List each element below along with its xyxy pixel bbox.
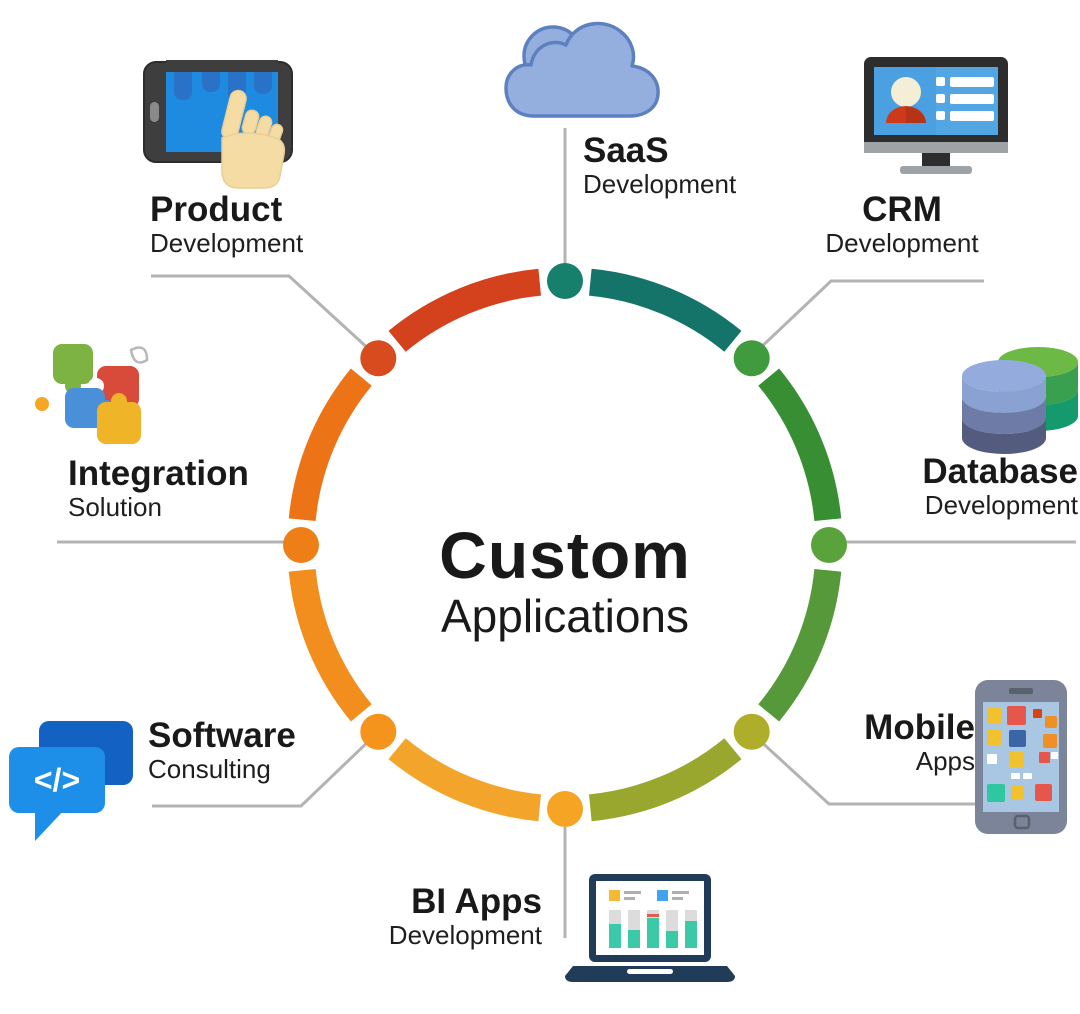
ring-segment-saas-to-crm xyxy=(588,268,742,352)
mobile-subtitle: Apps xyxy=(915,746,975,777)
crm-title: CRM xyxy=(862,190,942,229)
ring-nodes xyxy=(283,263,847,827)
database-subtitle: Development xyxy=(924,490,1078,521)
laptop-chart-icon xyxy=(565,874,735,982)
product-connector xyxy=(151,274,374,354)
ring-segments xyxy=(288,268,842,822)
ring-segment-crm-to-database xyxy=(758,368,842,522)
label-mobile-apps: Mobile Apps xyxy=(795,708,975,777)
label-saas-development: SaaS Development xyxy=(583,131,736,200)
integration-node xyxy=(283,527,319,563)
software-title: Software xyxy=(148,716,296,755)
database-icon xyxy=(962,347,1078,454)
tablet-touch-icon xyxy=(143,60,293,189)
database-node xyxy=(811,527,847,563)
label-bi-apps-development: BI Apps Development xyxy=(342,882,542,951)
ring-segment-database-to-mobile xyxy=(758,568,842,722)
bi-node xyxy=(547,791,583,827)
crm-monitor-icon xyxy=(864,57,1008,174)
software-subtitle: Consulting xyxy=(148,754,271,785)
software-connector xyxy=(152,736,374,808)
saas-node xyxy=(547,263,583,299)
label-crm-development: CRM Development xyxy=(817,190,987,259)
center-subtitle: Applications xyxy=(440,590,690,642)
saas-subtitle: Development xyxy=(583,169,737,200)
ring-segment-product-to-saas xyxy=(388,268,542,352)
label-software-consulting: Software Consulting xyxy=(148,716,296,785)
mobile-node xyxy=(733,713,770,750)
puzzle-icon xyxy=(35,344,149,444)
saas-title: SaaS xyxy=(583,131,669,170)
ring-segment-mobile-to-bi xyxy=(588,738,742,822)
integration-subtitle: Solution xyxy=(68,492,162,523)
bi-subtitle: Development xyxy=(388,920,542,951)
label-database-development: Database Development xyxy=(870,452,1078,521)
cloud-icon xyxy=(504,21,660,118)
label-product-development: Product Development xyxy=(150,190,303,259)
crm-connector xyxy=(754,279,984,354)
code-glyph: </> xyxy=(34,762,80,798)
mobile-connector xyxy=(755,736,976,806)
connector-lines xyxy=(57,128,1076,938)
crm-subtitle: Development xyxy=(825,228,979,259)
bi-title: BI Apps xyxy=(411,882,542,921)
crm-node xyxy=(733,340,770,377)
ring-segment-software-to-integration xyxy=(288,568,372,722)
smartphone-icon xyxy=(975,680,1067,834)
label-integration-solution: Integration Solution xyxy=(68,454,249,523)
center-label: Custom Applications xyxy=(439,522,691,646)
center-title: Custom xyxy=(439,518,691,592)
product-node xyxy=(360,340,397,377)
database-title: Database xyxy=(922,452,1078,491)
integration-title: Integration xyxy=(68,454,249,493)
ring-segment-integration-to-product xyxy=(288,368,372,522)
software-node xyxy=(360,713,397,750)
mobile-title: Mobile xyxy=(864,708,975,747)
product-subtitle: Development xyxy=(150,228,304,259)
ring-segment-bi-to-software xyxy=(388,738,542,822)
chat-code-icon: </> xyxy=(9,721,133,841)
product-title: Product xyxy=(150,190,283,229)
